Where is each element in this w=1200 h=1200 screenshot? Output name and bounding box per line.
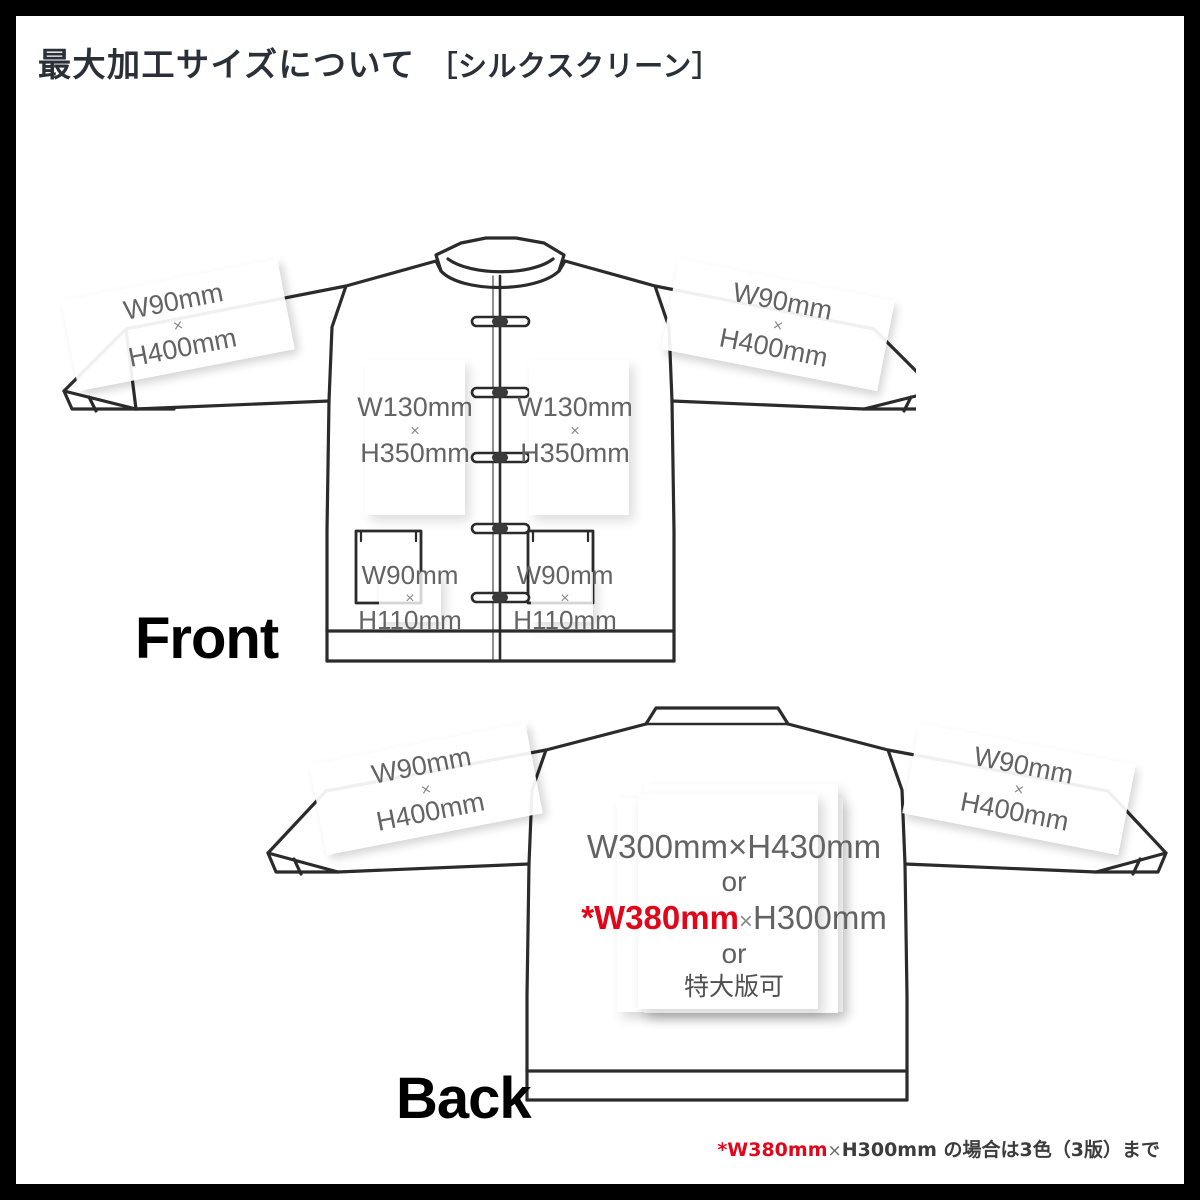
back-print-option-2-times: × <box>738 908 753 936</box>
footnote-red: *W380mm <box>717 1139 828 1161</box>
page-title: 最大加工サイズについて ［シルクスクリーン］ <box>38 38 721 86</box>
front-pocket-right-height: H110mm <box>513 605 617 636</box>
front-pocket-right-callout <box>531 572 593 622</box>
front-pocket-left-times: × <box>405 588 415 607</box>
back-print-area-text: W300mm×H430mm or *W380mm×H300mm or 特大版可 <box>524 828 944 1002</box>
front-chest-right-callout <box>529 360 629 515</box>
front-pocket-right-times: × <box>560 588 570 607</box>
front-chest-right-times: × <box>570 420 580 440</box>
front-chest-left-text: W130mm × H350mm <box>351 386 479 476</box>
back-print-or-2: or <box>721 937 747 969</box>
back-print-card-1 <box>638 794 818 1009</box>
front-pocket-left-height: H110mm <box>358 605 462 636</box>
front-chest-right-height: H350mm <box>520 438 630 469</box>
front-pocket-right-text: W90mm × H110mm <box>504 558 626 638</box>
footnote-size: H300mm <box>841 1139 937 1161</box>
back-print-or-1: or <box>721 866 747 898</box>
footnote: *W380mm×H300mm の場合は3色（3版）まで <box>717 1135 1160 1162</box>
page-title-main: 最大加工サイズについて <box>38 45 416 84</box>
page-canvas: 最大加工サイズについて ［シルクスクリーン］ <box>16 16 1184 1184</box>
back-print-option-2-red: *W380mm <box>581 899 739 937</box>
front-pocket-left-callout <box>379 572 441 622</box>
front-pocket-right-width: W90mm <box>516 560 614 591</box>
front-chest-right-width: W130mm <box>517 392 633 423</box>
front-toggle-buttons <box>470 315 531 604</box>
page-title-bracketed: ［シルクスクリーン］ <box>428 49 722 83</box>
footnote-times: × <box>827 1141 842 1161</box>
back-view-label: Back <box>396 1066 532 1131</box>
front-chest-left-times: × <box>410 420 420 440</box>
back-print-option-2-rest: H300mm <box>752 899 887 937</box>
front-chest-left-height: H350mm <box>360 438 470 469</box>
front-chest-left-callout <box>365 360 465 515</box>
front-pocket-left-width: W90mm <box>361 560 459 591</box>
front-chest-left-width: W130mm <box>357 392 473 423</box>
back-print-option-1: W300mm×H430mm <box>586 828 882 865</box>
front-pocket-left-text: W90mm × H110mm <box>349 558 471 638</box>
back-print-option-2: *W380mm×H300mm <box>524 899 944 936</box>
front-view-label: Front <box>135 606 279 671</box>
back-print-option-3: 特大版可 <box>683 971 784 1001</box>
footnote-rest: の場合は3色（3版）まで <box>943 1139 1160 1161</box>
front-chest-right-text: W130mm × H350mm <box>511 386 639 476</box>
